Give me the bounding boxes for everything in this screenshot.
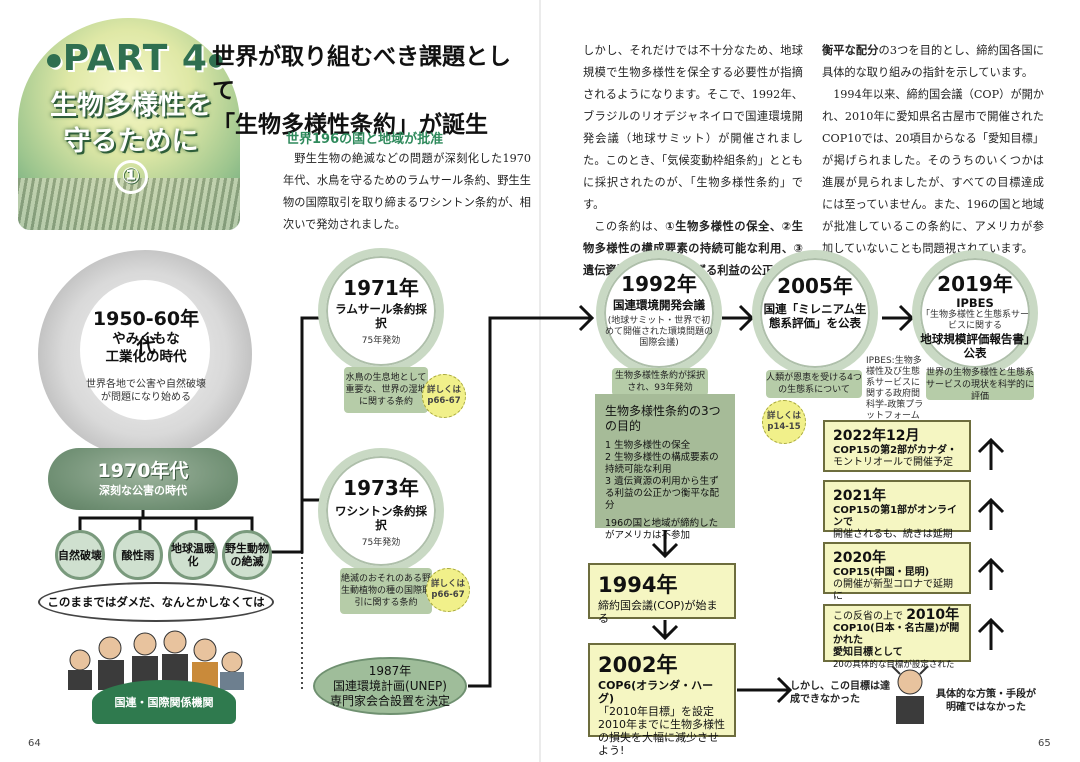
node-1992-year: 1992年 (621, 272, 697, 296)
unep-1987-node: 1987年 国連環境計画(UNEP) 専門家会合設置を決定 (313, 657, 467, 715)
left-body-paragraph: 野生生物の絶滅などの問題が深刻化した1970年代、水鳥を守るためのラムサール条約… (283, 152, 531, 231)
node-1973-note: 絶滅のおそれのある野生動植物の種の国際取引に関する条約 (340, 568, 432, 614)
ipbes-footnote: IPBES:生物多様性及び生態系サービスに関する政府間科学-政策プラットフォーム (866, 356, 924, 421)
event-2022: 2022年12月 COP15の第2部がカナダ・ モントリオールで開催予定 (823, 420, 971, 472)
event-1994: 1994年 締約国会議(COP)が始まる (588, 563, 736, 625)
era1-year: 1950-60年代 (92, 308, 200, 357)
issue-global-warming: 地球温暖化 (168, 530, 218, 580)
era2-title: 深刻な公害の時代 (99, 484, 187, 497)
event-2021: 2021年 COP15の第1部がオンラインで 開催されるも、続きは延期 (823, 480, 971, 540)
era1-title: やみくもな 工業化の時代 (105, 331, 187, 365)
page-headline: 世界が取り組むべき課題として 「生物多様性条約」が誕生 (212, 44, 511, 138)
event-2020: 2020年 COP15(中国・昆明) の開催が新型コロナで延期に (823, 542, 971, 602)
era2-year: 1970年代 (97, 460, 189, 482)
ref-badge-1973: 詳しくはp66-67 (426, 568, 470, 612)
node-2019-subtitle: 「生物多様性と生態系サービスに関する (920, 310, 1029, 331)
node-1992-title: 国連環境開発会議 (613, 298, 705, 312)
page-number-right: 65 (1038, 738, 1051, 749)
node-2005-note: 人類が恩恵を受ける4つの生態系について (766, 370, 862, 398)
page-gutter (539, 0, 541, 762)
part-label: ●PART 4● (46, 38, 225, 79)
node-1973-sub: 75年発効 (361, 538, 401, 548)
node-1971-sub: 75年発効 (361, 336, 401, 346)
treaty-goals-title: 生物多様性条約の3つの目的 (605, 404, 721, 433)
node-1973 (318, 448, 444, 574)
node-2019-note: 世界の生物多様性と生態系サービスの現状を科学的に評価 (926, 368, 1035, 402)
ref-badge-1971: 詳しくはp66-67 (422, 374, 466, 418)
treaty-note: 196の国と地域が締約したがアメリカは不参加 (605, 518, 719, 541)
node-2019-title: 地球規模評価報告書」公表 (920, 332, 1030, 360)
node-2005-year: 2005年 (777, 274, 853, 298)
node-2019 (912, 250, 1038, 376)
node-1992-note: 生物多様性条約が採択され、93年発効 (612, 368, 708, 396)
issue-deforestation: 自然破壊 (55, 530, 105, 580)
node-1973-title: ワシントン条約採択 (335, 504, 427, 532)
chapter-title: 生物多様性を 守るために (50, 90, 212, 157)
node-1971 (318, 248, 444, 374)
node-1973-year: 1973年 (343, 476, 419, 500)
node-1971-note: 水鳥の生息地として重要な、世界の湿地に関する条約 (344, 367, 428, 413)
ref-badge-2005: 詳しくはp14-15 (762, 400, 806, 444)
node-1992 (596, 250, 722, 376)
chapter-number: ① (114, 160, 148, 194)
reason-note: 具体的な方策・手段が明確ではなかった (936, 689, 1036, 713)
treaty-goal-3: 3 遺伝資源の利用から生ずる利益の公正かつ衡平な配分 (605, 476, 720, 511)
node-2019-ipbes: IPBES (956, 296, 994, 310)
era-1950-circle (80, 280, 210, 420)
node-2019-year: 2019年 (937, 272, 1013, 296)
node-2005-title: 国連「ミレニアム生態系評価」を公表 (763, 302, 867, 330)
subheading: 世界196の国と地域が批准 (286, 132, 444, 147)
worried-man-illustration (891, 665, 929, 724)
issue-acid-rain: 酸性雨 (113, 530, 163, 580)
event-2002: 2002年 COP6(オランダ・ハーグ) 「2010年目標」を設定 2010年ま… (588, 643, 736, 757)
treaty-goal-1: 1 生物多様性の保全 (605, 440, 691, 451)
node-1971-year: 1971年 (343, 276, 419, 300)
node-1971-title: ラムサール条約採択 (335, 302, 427, 330)
treaty-goals-box: 生物多様性条約の3つの目的 1 生物多様性の保全 2 生物多様性の構成要素の持続… (595, 394, 735, 541)
issue-extinction: 野生動物の絶滅 (222, 530, 272, 580)
intl-organizations-label: 国連・国際関係機関 (92, 680, 236, 724)
era1-description: 世界各地で公害や自然破壊が問題になり始める (86, 379, 206, 403)
treaty-goal-2: 2 生物多様性の構成要素の持続可能な利用 (605, 452, 719, 475)
page-number-left: 64 (28, 738, 41, 749)
pollution-cloud (48, 448, 238, 510)
speech-bubble: このままではダメだ、なんとかしなくては (38, 582, 274, 622)
failed-note: しかし、この目標は達成できなかった (790, 681, 890, 705)
right-column-2: 衡平な配分の3つを目的とし、締約国各国に具体的な取り組みの指針を示しています。 … (822, 44, 1044, 255)
event-2010: この反省の上で 2010年 COP10(日本・名古屋)が開かれた 愛知目標として… (823, 604, 971, 670)
node-1992-sub: (地球サミット・世界で初めて開催された環境問題の国際会議) (604, 316, 713, 348)
